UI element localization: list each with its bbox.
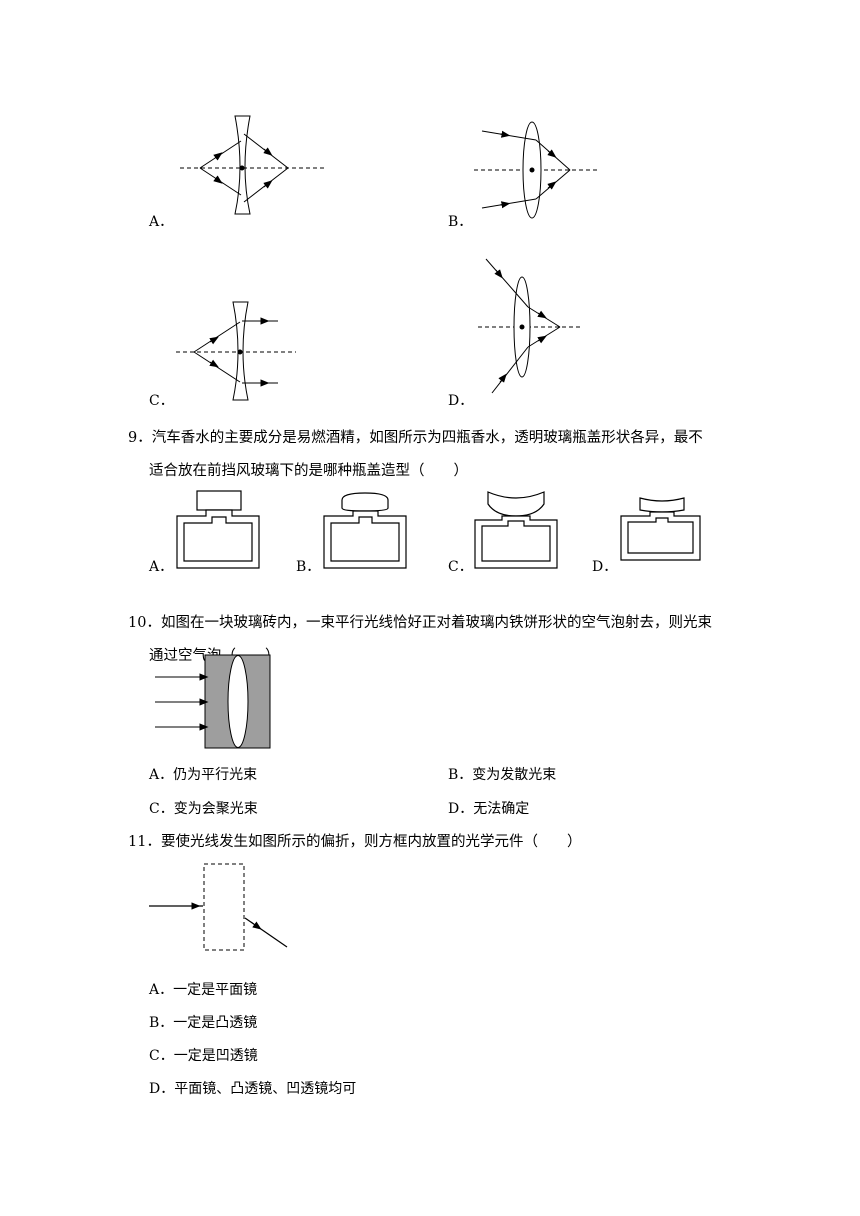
q10-figure-glass-brick: [155, 654, 271, 749]
q11-line1: 要使光线发生如图所示的偏折，则方框内放置的光学元件（ ）: [160, 834, 582, 850]
q9-bottle-b: [323, 492, 407, 569]
q11-option-c[interactable]: C．一定是凹透镜: [149, 1048, 258, 1064]
q11-option-b[interactable]: B．一定是凸透镜: [149, 1015, 258, 1031]
q8-label-b: B．: [448, 214, 473, 230]
q8-figure-d: [478, 258, 582, 394]
q10-number: 10．: [128, 615, 161, 631]
q8-figure-b: [474, 121, 598, 219]
q10-option-b[interactable]: B．变为发散光束: [448, 767, 557, 783]
q10-stem: 10．如图在一块玻璃砖内，一束平行光线恰好正对着玻璃内铁饼形状的空气泡射去，则光…: [128, 613, 712, 633]
q9-number: 9．: [128, 430, 152, 446]
q9-bottle-a: [176, 490, 260, 569]
q9-label-b: B．: [296, 559, 321, 575]
q9-label-d: D．: [592, 559, 618, 575]
q8-figure-c: [176, 301, 296, 401]
q10-option-d[interactable]: D．无法确定: [448, 801, 530, 817]
q10-line1: 如图在一块玻璃砖内，一束平行光线恰好正对着玻璃内铁饼形状的空气泡射去，则光束: [160, 615, 712, 631]
q9-line2: 适合放在前挡风玻璃下的是哪种瓶盖造型（ ）: [149, 463, 468, 479]
q9-label-c: C．: [448, 559, 473, 575]
q8-label-c: C．: [149, 393, 174, 409]
q8-label-a: A．: [149, 214, 174, 230]
q10-option-a[interactable]: A．仍为平行光束: [149, 767, 258, 783]
q9-stem: 9．汽车香水的主要成分是易燃酒精，如图所示为四瓶香水，透明玻璃瓶盖形状各异，最不: [128, 428, 703, 448]
q11-figure-dashed-box: [149, 863, 288, 951]
q11-stem: 11．要使光线发生如图所示的偏折，则方框内放置的光学元件（ ）: [128, 832, 581, 852]
q10-option-c[interactable]: C．变为会聚光束: [149, 801, 258, 817]
q11-number: 11．: [128, 834, 161, 850]
q8-figure-a: [180, 115, 325, 215]
q8-label-d: D．: [448, 393, 474, 409]
q9-label-a: A．: [149, 559, 174, 575]
q9-bottle-d: [620, 497, 701, 561]
q9-line1: 汽车香水的主要成分是易燃酒精，如图所示为四瓶香水，透明玻璃瓶盖形状各异，最不: [151, 430, 703, 446]
q9-bottle-c: [474, 491, 558, 569]
q11-option-a[interactable]: A．一定是平面镜: [149, 982, 258, 998]
q11-option-d[interactable]: D．平面镜、凸透镜、凹透镜均可: [149, 1081, 357, 1097]
